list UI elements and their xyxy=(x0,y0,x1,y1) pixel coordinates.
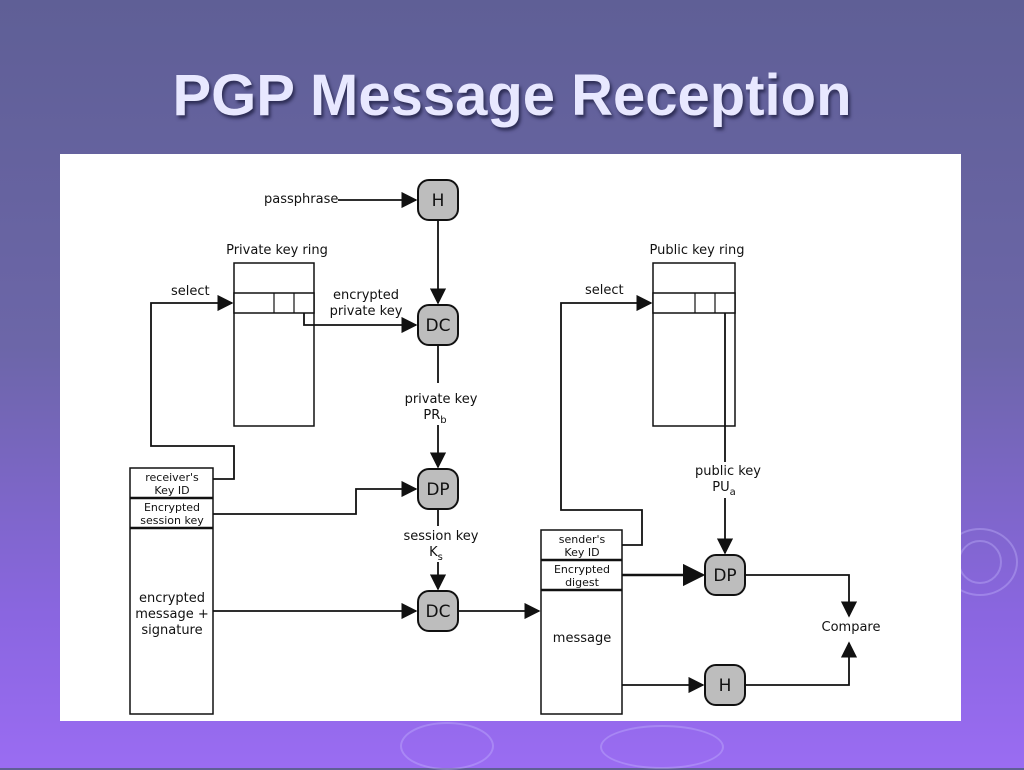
decrypt-public-node-mid-label: DP xyxy=(426,480,449,500)
private-key-ring-label: Private key ring xyxy=(226,243,328,258)
receiver-key-id-line1: receiver's xyxy=(145,471,199,484)
decrypted-message-block: sender's Key ID Encrypted digest message xyxy=(540,529,623,715)
encrypted-session-key-line2: session key xyxy=(140,514,204,527)
pgp-reception-diagram: H DC DP DC DP H Private key ring Public … xyxy=(129,179,881,715)
public-key-symbol: PUa xyxy=(712,480,736,498)
slide-title: PGP Message Reception xyxy=(172,63,852,128)
incoming-message-block: receiver's Key ID Encrypted session key … xyxy=(129,467,214,715)
encrypted-digest-line2: digest xyxy=(565,576,600,589)
receiver-key-id-line2: Key ID xyxy=(154,484,189,497)
decrypt-node-bottom: DC xyxy=(417,590,459,632)
decrypt-public-node-right: DP xyxy=(704,554,746,596)
connectors xyxy=(150,191,858,694)
private-key-symbol-main: PR xyxy=(423,408,440,423)
encrypted-session-key-line1: Encrypted xyxy=(144,501,200,514)
encrypted-message-line2: message + xyxy=(135,607,208,622)
message-label: message xyxy=(553,631,611,646)
decrypt-public-node-right-label: DP xyxy=(713,566,736,586)
arrow-sender-id-to-public-ring xyxy=(560,294,653,546)
encrypted-digest-line1: Encrypted xyxy=(554,563,610,576)
private-key-symbol: PRb xyxy=(423,408,446,426)
arrow-session-key-to-dp xyxy=(213,480,418,515)
public-key-ring-label: Public key ring xyxy=(650,243,745,258)
encrypted-private-key-line2: private key xyxy=(330,304,403,319)
public-key-ring: Public key ring xyxy=(650,243,745,427)
select-label-left: select xyxy=(171,284,210,299)
session-key-label: session key xyxy=(403,529,478,544)
diagram-panel: H DC DP DC DP H Private key ring Public … xyxy=(60,154,961,721)
public-key-symbol-sub: a xyxy=(730,487,736,498)
private-key-symbol-sub: b xyxy=(440,415,446,426)
arrow-hash-to-compare xyxy=(745,641,858,686)
encrypted-message-line1: encrypted xyxy=(139,591,205,606)
arrow-dp-to-compare xyxy=(745,574,858,618)
encrypted-message-line3: signature xyxy=(141,623,202,638)
arrow-receiver-id-to-private-ring xyxy=(150,294,235,480)
passphrase-label: passphrase xyxy=(264,192,338,207)
hash-node-right-label: H xyxy=(719,676,732,696)
public-key-label: public key xyxy=(695,464,761,479)
hash-node-top-label: H xyxy=(432,191,445,211)
decrypt-node-top-label: DC xyxy=(426,316,451,336)
ripple-decoration xyxy=(600,725,724,769)
session-key-symbol-main: K xyxy=(429,545,438,560)
decrypt-node-top: DC xyxy=(417,304,459,346)
arrow-private-ring-to-decrypt xyxy=(303,313,418,334)
session-key-symbol: Ks xyxy=(429,545,443,563)
compare-label: Compare xyxy=(822,620,881,635)
hash-node-top: H xyxy=(417,179,459,221)
encrypted-private-key-line1: encrypted xyxy=(333,288,399,303)
hash-node-right: H xyxy=(704,664,746,706)
session-key-symbol-sub: s xyxy=(438,552,443,563)
sender-key-id-line2: Key ID xyxy=(564,546,599,559)
decrypt-node-bottom-label: DC xyxy=(426,602,451,622)
decrypt-public-node-mid: DP xyxy=(417,468,459,510)
select-label-right: select xyxy=(585,283,624,298)
private-key-ring: Private key ring xyxy=(226,243,328,427)
sender-key-id-line1: sender's xyxy=(559,533,606,546)
public-key-symbol-main: PU xyxy=(712,480,729,495)
ripple-decoration xyxy=(400,722,494,770)
private-key-label: private key xyxy=(405,392,478,407)
